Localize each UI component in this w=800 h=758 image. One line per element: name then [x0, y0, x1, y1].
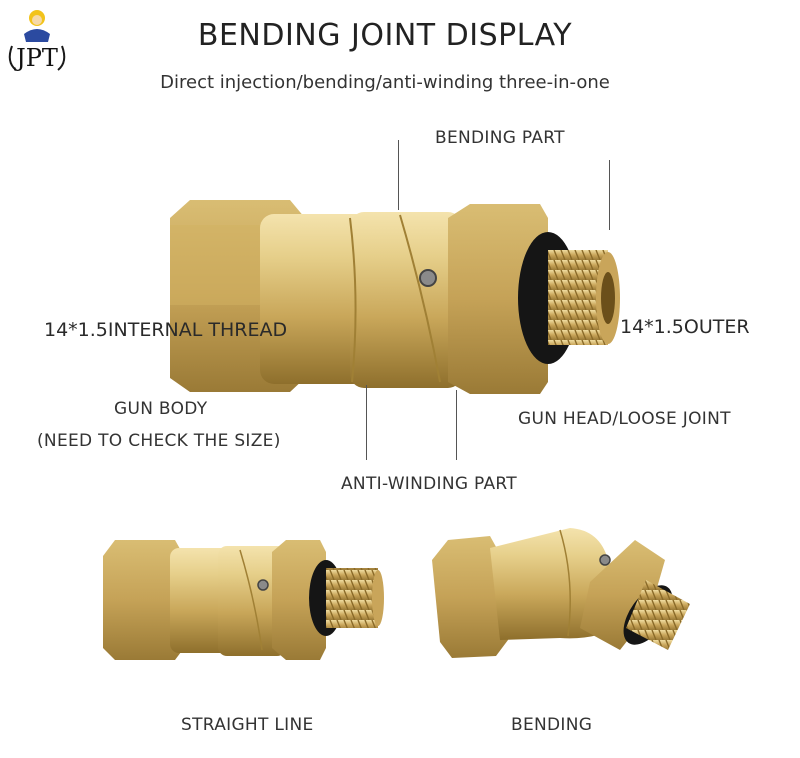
bending-caption: BENDING: [511, 715, 593, 735]
outer-thread-label: 14*1.5OUTER: [620, 316, 750, 338]
bent-joint: [432, 528, 690, 658]
logo-text: JPT: [13, 44, 58, 72]
gun-head-label: GUN HEAD/LOOSE JOINT: [518, 409, 731, 429]
gun-body-label: GUN BODY: [114, 399, 208, 419]
jpt-logo: JPT: [2, 4, 72, 76]
anti-winding-leader-right: [456, 390, 457, 460]
bending-part-leader-right: [609, 160, 610, 230]
bending-part-label: BENDING PART: [435, 128, 565, 148]
large-swivel-joint: [170, 200, 620, 394]
bending-part-leader-left: [398, 140, 399, 210]
page-title: BENDING JOINT DISPLAY: [197, 18, 573, 53]
internal-thread-label: 14*1.5INTERNAL THREAD: [44, 319, 288, 341]
page-subtitle: Direct injection/bending/anti-winding th…: [160, 72, 610, 93]
jpt-mascot-logo-icon: JPT: [8, 10, 66, 72]
anti-winding-label: ANTI-WINDING PART: [341, 474, 517, 494]
check-size-note: (NEED TO CHECK THE SIZE): [37, 431, 281, 451]
straight-line-caption: STRAIGHT LINE: [181, 715, 314, 735]
anti-winding-leader-left: [366, 385, 367, 460]
straight-joint: [103, 540, 384, 660]
